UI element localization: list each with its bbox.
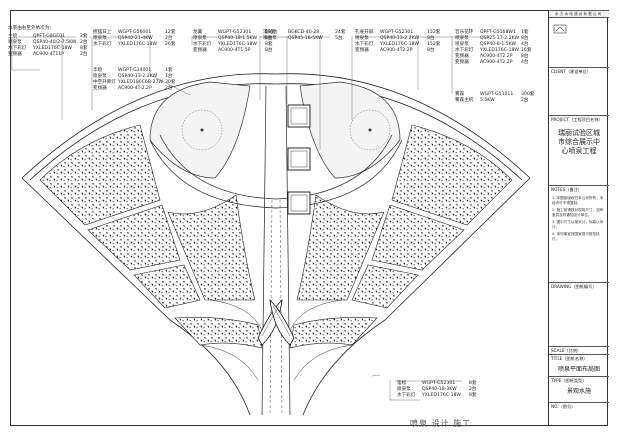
drawing-type: 景观水施 [566,388,591,395]
table-row: 主喷 QPFT-G8GE01 2套 [8,34,88,39]
table-row: 雾森 WGPT-G51011 300套 [455,92,535,97]
lower-ramp-lines [199,299,353,381]
equipment-group-music-ring: 音乐花环 QPFT-G5168W1 1套 喷泉泵 QSP25-17-2.2KW … [455,30,531,66]
table-row: 喷泉泵 QSP40-13-2.2KW 8台 [355,36,435,41]
company-logo-icon [553,24,567,34]
note-2: 2. 施工前请核对现场尺寸，如有差异及时通知设计单位。 [552,208,604,217]
left-plaza [149,81,251,179]
table-row: 水下彩灯 YXLED176C-18W 8套 [397,393,477,398]
notes-row: NOTES（备注） 1. 本图纸版权归本公司所有，未经许可不得复制。 2. 施工… [549,185,609,275]
fountain-plan-drawing [11,34,531,416]
project-name: 瑞丽试验区城市综合展示中心喷泉工程 [558,129,600,155]
table-row: 摇摆日上 WGPT-G56001 12套 [93,30,176,35]
left-planting-beds [39,124,263,349]
table-row: 喷泉泵 QSP40-18-1.5KW 8台 [193,36,273,41]
table-row: 喷泉泵 QSP45-18-5KW 5台 [263,36,343,41]
project-row: PROJECT（工程项目名称） 瑞丽试验区城市综合展示中心喷泉工程 [549,115,609,185]
equipment-group-peacock: 孔雀开屏 WGPT-G52301 152套 喷泉泵 QSP40-13-2.2KW… [355,30,440,54]
table-row: 笔松 WGPT-G52301 8套 [397,381,477,386]
central-channel [261,85,291,416]
note-3: 3. 图中尺寸以毫米计，标高以米计。 [552,220,604,229]
note-4: 4. 未尽事宜按国家现行规范执行。 [552,232,600,241]
company-logo-area [549,17,609,67]
equipment-group-mist: 雾森 WGPT-G51011 300套 雾森主机 5.5KW 2台 [455,92,534,104]
type-row: TYPE（图纸类型） 景观水施 [549,376,609,398]
table-row: 水下彩灯 YXLED176C-18W 16套 [455,48,532,53]
table-row: 喷泉泵 QSP40-40/2-7.5KW 2台 [8,40,88,45]
table-row: 漫光池 BGKCD-40-28 24套 [263,30,346,35]
title-row: TITLE（图纸名称） 喷泉平面布局图 [549,354,609,376]
table-row: 喷泉泵 QSP40-21-4KW 2台 [93,36,173,41]
drawing-title: 喷泉平面布局图 [557,366,600,373]
table-row: 喷泉泵 QSP40-13-2.2KW 1台 [93,74,173,79]
equipment-group-hua: 华喷 WGPT-G34001 1套 喷泉泵 QSP40-13-2.2KW 1台 … [93,68,175,92]
label-underlines [18,36,490,382]
axis-square-pools [287,104,311,215]
leaf-pools [257,298,295,346]
drawing-frame [10,10,608,426]
equipment-group-dragon-wing: 龙翼 WGPT-G52301 80套 喷泉泵 QSP40-18-1.5KW 8台… [193,30,275,54]
equipment-group-main-jet: 水景由右至外依次为: 主喷 QPFT-G8GE01 2套 喷泉泵 QSP40-4… [8,26,88,58]
table-row: 变频器 AC900-4T-2.2P 2台 [93,86,173,91]
central-arc-walk [149,134,403,209]
table-row: 水下彩灯 YXLED176C-18W 8套 [193,42,273,47]
table-row: 变频器 AC900-4T1.5P 8台 [193,48,273,53]
table-row: 喷泉泵 QSP40-8-1.5KW 4台 [455,42,529,47]
table-row: 变频器 AC900-4T2.2P 8台 [455,54,529,59]
drawing-row: DRAWING（图纸编号） [549,282,609,290]
table-row: 音乐花环 QPFT-G5168W1 1套 [455,30,529,35]
equipment-group-pen-pine: 笔松 WGPT-G52301 8套 喷泉泵 QSP40-18-3KW 2台 水下… [397,381,477,399]
legend-header: 水景由右至外依次为: [8,26,51,31]
table-row: 喷泉泵 QSP40-18-3KW 2台 [397,387,477,392]
table-row: 变频器 AC900-4T2.2P 4台 [455,60,529,65]
table-row: 龙翼 WGPT-G52301 80套 [193,30,276,35]
table-row: 水下彩灯 YXLED176C-18W 8套 [8,46,88,51]
fan-outline [21,73,531,416]
table-row: 变频器 AC900-4T2.2P 8台 [355,48,435,53]
table-row: 中空升降灯 YXLED180C6B-27W 30套 [93,80,176,85]
right-plaza [299,81,401,179]
client-row: CLIENT（建设单位） [549,67,609,75]
table-row: 华喷 WGPT-G34001 1套 [93,68,173,73]
equipment-group-sway: 摇摆日上 WGPT-G56001 12套 喷泉泵 QSP40-21-4KW 2台… [93,30,175,48]
company-banner: 水 力 水 电 建 设 有 限 公 司 [549,10,609,17]
equipment-group-light-pool: 漫光池 BGKCD-40-28 24套 喷泉泵 QSP45-18-5KW 5台 [263,30,345,42]
table-row: 变频器 AC900-4T11P 2台 [8,52,88,57]
scale-row: SCALE（比例） [549,346,609,354]
table-row: 水下彩灯 YXLED176C-18W 26套 [93,42,176,47]
table-row: 喷泉泵 QSP25-17-2.2KW 8台 [455,36,529,41]
table-row: 水下彩灯 YXLED176C-18W 152套 [355,42,441,47]
watermark-text: 喷泉 设计 施工 [410,419,472,428]
title-block: 水 力 水 电 建 设 有 限 公 司 CLIENT（建设单位） PROJECT… [548,10,609,426]
leader-lines [11,34,453,401]
number-row: NO.（图号） [549,402,609,426]
table-row: 孔雀开屏 WGPT-G52301 152套 [355,30,441,35]
note-1: 1. 本图纸版权归本公司所有，未经许可不得复制。 [552,196,604,205]
table-row: 雾森主机 5.5KW 2台 [455,98,529,103]
right-planting-beds [289,124,513,349]
